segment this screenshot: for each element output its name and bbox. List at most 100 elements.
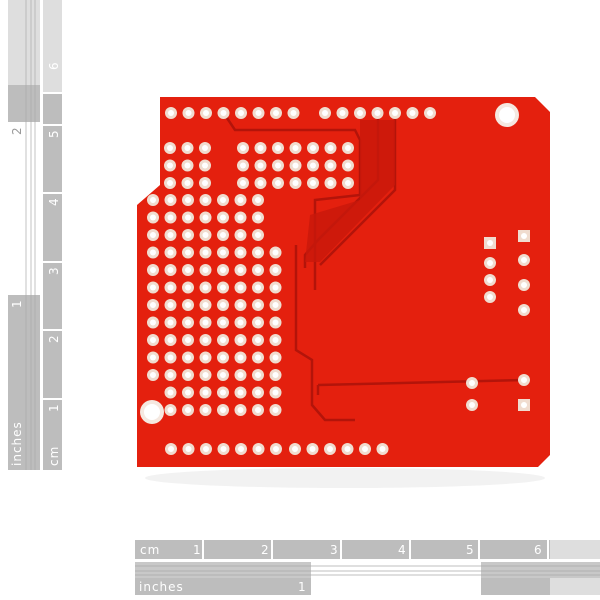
pcb-board [137, 97, 550, 467]
pad-hole [185, 110, 192, 116]
pad-hole [327, 180, 334, 186]
pad-hole [202, 197, 209, 203]
pad-hole [220, 446, 227, 452]
pad-hole [238, 446, 244, 452]
pad-hole [272, 319, 279, 326]
pad-hole [185, 267, 191, 273]
pad-hole [202, 162, 208, 169]
pad-hole [185, 214, 191, 221]
pad-hole [292, 145, 299, 151]
pad-hole [220, 302, 226, 308]
pad-hole [202, 337, 209, 343]
pad-hole [237, 319, 244, 326]
pad-hole [487, 294, 493, 300]
inch-tick: 1 [298, 580, 307, 594]
pad-hole [220, 407, 226, 413]
pad-hole [322, 110, 328, 116]
pad-hole [272, 249, 279, 256]
pad-hole [487, 260, 493, 266]
pad-hole [240, 145, 246, 151]
pad-hole [184, 145, 191, 151]
pad-hole [220, 214, 226, 221]
pad-hole [185, 372, 191, 378]
cm-tick: 5 [466, 543, 475, 557]
cm-tick: 4 [47, 197, 61, 206]
pad-hole [150, 232, 156, 238]
pad-hole [237, 302, 244, 308]
pad-hole [257, 162, 264, 169]
pad-hole [150, 302, 156, 308]
pad-hole [202, 180, 208, 186]
pad-hole [220, 197, 226, 203]
pad-hole [237, 354, 244, 361]
pad-hole [272, 267, 279, 273]
pad-hole [220, 249, 226, 256]
bottom-inch-label: inches [139, 580, 184, 594]
pad-hole [327, 145, 334, 151]
pad-hole [272, 407, 279, 413]
pad-hole [167, 249, 174, 256]
pad-hole [487, 240, 493, 246]
pad-hole [167, 162, 173, 169]
pad-hole [202, 319, 209, 326]
pad-hole [167, 267, 174, 273]
pad-hole [237, 337, 244, 343]
pad-hole [521, 377, 527, 383]
pad-hole [167, 214, 174, 221]
pad-hole [310, 162, 316, 169]
pad-hole [150, 372, 156, 378]
pad-hole [379, 446, 386, 452]
pad-hole [202, 284, 209, 291]
pad-hole [392, 110, 398, 116]
pad-hole [237, 232, 244, 238]
pad-hole [345, 162, 351, 169]
pad-hole [167, 232, 174, 238]
pad-hole [257, 145, 264, 151]
pad-hole [220, 354, 226, 361]
pad-hole [185, 284, 191, 291]
pad-hole [292, 162, 299, 169]
pad-hole [185, 446, 192, 452]
pad-hole [150, 284, 156, 291]
pad-hole [255, 249, 261, 256]
pad-hole [339, 110, 346, 116]
pad-hole [220, 232, 226, 238]
pad-hole [150, 267, 156, 273]
pad-hole [220, 389, 226, 396]
cm-tick: 1 [193, 543, 202, 557]
pad-hole [150, 354, 156, 361]
pad-hole [521, 402, 527, 408]
pad-hole [220, 110, 227, 116]
pad-hole [272, 302, 279, 308]
pad-hole [521, 257, 527, 263]
pad-hole [150, 214, 156, 221]
pad-hole [309, 446, 316, 452]
pad-hole [202, 302, 209, 308]
pad-hole [202, 214, 209, 221]
pad-hole [167, 319, 174, 326]
pad-hole [273, 446, 279, 452]
pad-hole [202, 354, 209, 361]
pad-hole [185, 197, 191, 203]
pad-hole [275, 180, 281, 186]
pad-hole [238, 110, 244, 116]
left-inch-label: inches [10, 421, 24, 466]
pad-hole [168, 110, 174, 116]
pad-hole [185, 407, 191, 413]
pad-hole [185, 354, 191, 361]
inch-tick: 2 [10, 126, 24, 135]
pad-hole [150, 249, 156, 256]
pad-hole [202, 249, 209, 256]
pad-hole [327, 446, 333, 452]
pad-hole [203, 110, 209, 116]
pad-hole [521, 282, 527, 288]
pad-hole [202, 232, 209, 238]
pad-hole [272, 389, 279, 396]
pad-hole [237, 267, 244, 273]
pad-hole [168, 446, 174, 452]
bottom-ruler: cm 1 2 3 4 5 6 inches 1 [135, 540, 600, 595]
left-ruler: cm 1 2 3 4 5 6 inches 1 2 [8, 0, 62, 470]
pad-hole [255, 214, 261, 221]
pad-hole [275, 162, 281, 169]
pad-hole [167, 145, 173, 151]
